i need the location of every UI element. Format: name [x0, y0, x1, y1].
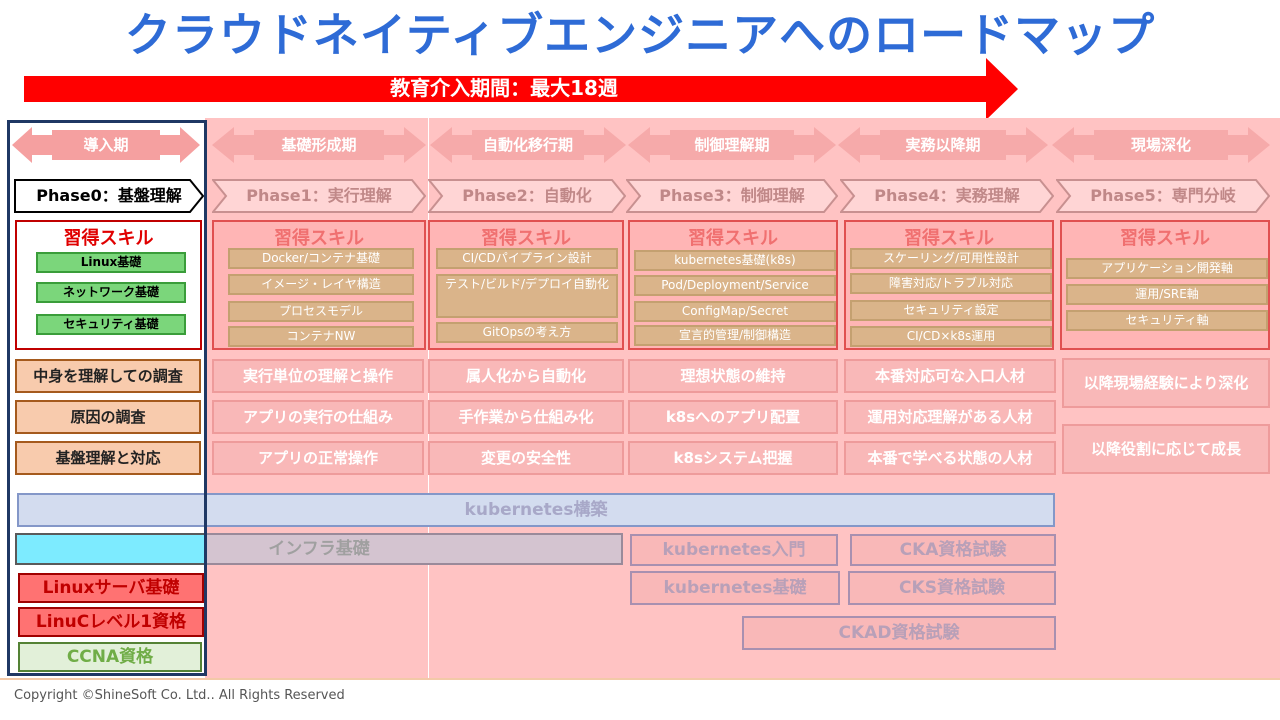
phase3-chevron: Phase3：制御理解 [626, 179, 838, 213]
phase0-outcome: 基盤理解と対応 [15, 441, 201, 475]
phase4-outcome: 本番で学べる状態の人材 [844, 441, 1056, 475]
course-linuc: LinuCレベル1資格 [18, 607, 204, 637]
skill-chip: アプリケーション開発軸 [1066, 258, 1268, 279]
phase-label: Phase4：実務理解 [874, 186, 1020, 205]
phase1-chevron: Phase1：実行理解 [212, 179, 426, 213]
divider [428, 118, 429, 678]
period-label: 自動化移行期 [482, 136, 573, 154]
skill-chip: セキュリティ基礎 [36, 314, 186, 335]
phase2-outcome: 変更の安全性 [428, 441, 624, 475]
skill-chip: テスト/ビルド/デプロイ自動化 [436, 274, 618, 318]
phase5-outcome: 以降役割に応じて成長 [1062, 424, 1270, 474]
phase1-outcome: 実行単位の理解と操作 [212, 359, 424, 393]
skill-chip: Docker/コンテナ基礎 [228, 248, 414, 269]
phase-label: Phase5：専門分岐 [1090, 186, 1236, 205]
period-label: 現場深化 [1130, 136, 1191, 154]
skill-heading: 習得スキル [274, 228, 364, 249]
footer-divider [0, 678, 1280, 680]
phase3-outcome: k8sシステム把握 [628, 441, 838, 475]
period-basic: 基礎形成期 [212, 124, 426, 166]
phase-label: Phase1：実行理解 [246, 186, 392, 205]
phase-label: Phase2：自動化 [462, 186, 592, 205]
phase3-outcome: 理想状態の維持 [628, 359, 838, 393]
phase3-outcome: k8sへのアプリ配置 [628, 400, 838, 434]
skill-chip: 宣言的管理/制御構造 [634, 325, 836, 346]
period-label: 実務以降期 [905, 136, 981, 154]
phase4-outcome: 運用対応理解がある人材 [844, 400, 1056, 434]
course-linux-server: Linuxサーバ基礎 [18, 573, 204, 603]
infra-basics-highlight [15, 533, 205, 565]
skill-chip: セキュリティ軸 [1066, 310, 1268, 331]
skill-chip: プロセスモデル [228, 301, 414, 322]
phase0-outcome: 中身を理解しての調査 [15, 359, 201, 393]
skill-heading: 習得スキル [481, 228, 571, 249]
skill-chip: 障害対応/トラブル対応 [850, 273, 1052, 294]
skill-heading: 習得スキル [904, 228, 994, 249]
course-ccna: CCNA資格 [18, 642, 202, 672]
period-practice: 実務以降期 [838, 124, 1048, 166]
period-label: 基礎形成期 [281, 136, 357, 154]
course-k8s-basics: kubernetes基礎 [630, 571, 840, 605]
skill-chip: スケーリング/可用性設計 [850, 248, 1052, 269]
phase4-outcome: 本番対応可な入口人材 [844, 359, 1056, 393]
phase5-chevron: Phase5：専門分岐 [1056, 179, 1270, 213]
page-title: クラウドネイティブエンジニアへのロードマップ [124, 8, 1156, 62]
skill-chip: Linux基礎 [36, 252, 186, 273]
phase2-outcome: 属人化から自動化 [428, 359, 624, 393]
phase0-frame [7, 120, 207, 676]
skill-heading: 習得スキル [1120, 228, 1210, 249]
course-ckad: CKAD資格試験 [742, 616, 1056, 650]
phase2-skills: 習得スキル CI/CDパイプライン設計 テスト/ビルド/デプロイ自動化 GitO… [428, 220, 624, 350]
period-label: 制御理解期 [694, 136, 770, 154]
phase-label: Phase3：制御理解 [659, 186, 805, 205]
phase1-outcome: アプリの実行の仕組み [212, 400, 424, 434]
phase1-skills: 習得スキル Docker/コンテナ基礎 イメージ・レイヤ構造 プロセスモデル コ… [212, 220, 426, 350]
phase4-chevron: Phase4：実務理解 [840, 179, 1054, 213]
phase0-skills: 習得スキル Linux基礎 ネットワーク基礎 セキュリティ基礎 [15, 220, 202, 350]
course-k8s-intro: kubernetes入門 [630, 534, 838, 566]
skill-heading: 習得スキル [688, 228, 778, 249]
skill-chip: ネットワーク基礎 [36, 282, 186, 303]
skill-chip: CI/CDパイプライン設計 [436, 248, 618, 269]
course-cks: CKS資格試験 [848, 571, 1056, 605]
phase4-skills: 習得スキル スケーリング/可用性設計 障害対応/トラブル対応 セキュリティ設定 … [844, 220, 1054, 350]
skill-chip: イメージ・レイヤ構造 [228, 274, 414, 295]
phase5-outcome: 以降現場経験により深化 [1062, 358, 1270, 408]
skill-chip: Pod/Deployment/Service [634, 275, 836, 296]
duration-arrow [24, 58, 1018, 120]
skill-chip: コンテナNW [228, 326, 414, 347]
phase5-skills: 習得スキル アプリケーション開発軸 運用/SRE軸 セキュリティ軸 [1060, 220, 1270, 350]
skill-chip: CI/CD×k8s運用 [850, 326, 1052, 347]
skill-heading: 習得スキル [63, 228, 154, 249]
phase2-chevron: Phase2：自動化 [428, 179, 626, 213]
period-label: 導入期 [83, 136, 129, 154]
phase0-outcome: 原因の調査 [15, 400, 201, 434]
period-automation: 自動化移行期 [430, 124, 626, 166]
skill-chip: kubernetes基礎(k8s) [634, 250, 836, 271]
duration-banner: 教育介入期間：最大18週 [390, 76, 618, 100]
phase2-outcome: 手作業から仕組み化 [428, 400, 624, 434]
skill-chip: セキュリティ設定 [850, 300, 1052, 321]
phase1-outcome: アプリの正常操作 [212, 441, 424, 475]
period-field: 現場深化 [1052, 124, 1270, 166]
skill-chip: 運用/SRE軸 [1066, 284, 1268, 305]
skill-chip: ConfigMap/Secret [634, 301, 836, 322]
period-control: 制御理解期 [628, 124, 836, 166]
copyright: Copyright ©ShineSoft Co. Ltd.. All Right… [14, 688, 345, 703]
course-kubernetes-build: kubernetes構築 [17, 493, 1055, 527]
phase0-chevron: Phase0：基盤理解 [14, 179, 204, 213]
phase3-skills: 習得スキル kubernetes基礎(k8s) Pod/Deployment/S… [628, 220, 838, 350]
skill-chip: GitOpsの考え方 [436, 322, 618, 343]
phase-label: Phase0：基盤理解 [36, 186, 182, 205]
period-intro: 導入期 [12, 124, 200, 166]
course-cka: CKA資格試験 [850, 534, 1056, 566]
